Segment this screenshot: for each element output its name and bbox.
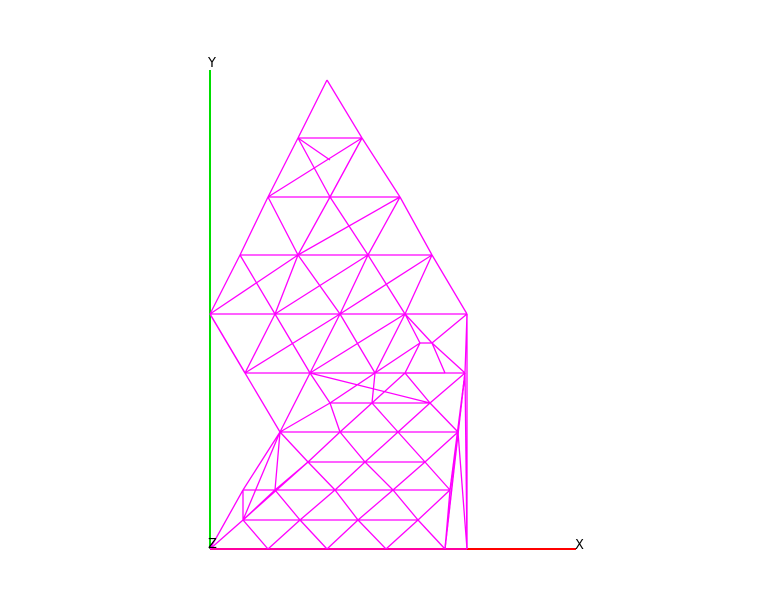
mesh-edge: [279, 431, 309, 463]
mesh-edge: [431, 342, 446, 374]
mesh-edge: [279, 402, 331, 433]
mesh-edge: [307, 461, 336, 491]
mesh-edge: [404, 254, 433, 315]
mesh-edge: [209, 519, 244, 550]
mesh-edge: [371, 402, 399, 433]
mesh-edge: [374, 342, 421, 374]
mesh-edge: [334, 461, 366, 491]
mesh-edge: [242, 461, 309, 521]
mesh-edge: [417, 489, 451, 521]
mesh-edge: [299, 519, 328, 550]
mesh-edge: [239, 254, 276, 315]
mesh-edge: [404, 372, 431, 404]
mesh-edge: [457, 372, 466, 433]
mesh-edge: [297, 196, 331, 256]
mesh-edge: [309, 313, 341, 374]
mesh-edge: [404, 313, 421, 344]
mesh-edge: [431, 313, 468, 344]
mesh-edge: [334, 489, 359, 521]
z-axis-label: Z: [208, 537, 217, 552]
mesh-edge: [404, 313, 433, 344]
mesh-edge: [339, 431, 366, 463]
mesh-edge: [444, 431, 459, 550]
mesh-edge: [326, 519, 359, 550]
mesh-edge: [297, 254, 341, 315]
mesh-edge: [329, 372, 376, 404]
mesh-edge: [457, 431, 468, 550]
mesh-edge: [431, 342, 466, 374]
mesh-edge: [371, 372, 376, 404]
mesh-edge: [267, 196, 299, 256]
y-axis-label: Y: [207, 56, 216, 71]
mesh-edge: [274, 254, 369, 315]
mesh-edge: [417, 519, 446, 550]
mesh-edge: [374, 313, 406, 374]
mesh-edge: [424, 461, 451, 491]
mesh-edge: [329, 402, 341, 433]
mesh-edge: [274, 431, 281, 491]
mesh-edge: [361, 137, 401, 198]
mesh-edge: [299, 489, 336, 521]
mesh-edge: [274, 254, 299, 315]
mesh-edge: [404, 342, 421, 374]
mesh-edge: [397, 431, 426, 463]
mesh-edge: [339, 254, 369, 315]
mesh-edge: [242, 431, 281, 521]
mesh-edge: [267, 519, 301, 550]
mesh-edge: [371, 372, 406, 404]
triangle-mesh: [209, 79, 468, 550]
mesh-edge: [239, 196, 269, 256]
mesh-edge: [244, 372, 281, 433]
mesh-edge: [339, 402, 373, 433]
mesh-edge: [464, 372, 468, 550]
mesh-edge: [357, 519, 387, 550]
mesh-edge: [364, 461, 394, 491]
mesh-edge: [244, 313, 276, 374]
mesh-edge: [209, 254, 241, 315]
mesh-edge: [326, 79, 363, 139]
mesh-edge: [209, 313, 246, 374]
mesh-edge: [424, 431, 459, 463]
mesh-edge: [429, 402, 459, 433]
mesh-edge: [267, 137, 299, 198]
mesh-edge: [339, 254, 433, 315]
mesh-edge: [297, 196, 401, 256]
mesh-edge: [392, 489, 419, 521]
mesh-edge: [357, 489, 394, 521]
mesh-edge: [297, 79, 328, 139]
mesh-edge: [309, 313, 406, 374]
mesh-edge: [279, 372, 311, 433]
x-axis-label: X: [575, 538, 584, 553]
mesh-edge: [329, 137, 363, 198]
mesh-edge: [267, 137, 363, 198]
mesh-edge: [209, 489, 244, 550]
mesh-edge: [242, 519, 269, 550]
mesh-edge: [242, 431, 281, 491]
mesh-edge: [429, 372, 466, 404]
mesh-edge: [274, 489, 301, 521]
mesh-edge: [244, 313, 341, 374]
mesh-edge: [209, 254, 299, 315]
mesh-edge: [397, 402, 431, 433]
mesh-edge: [399, 196, 433, 256]
mesh-edge: [307, 431, 341, 463]
mesh-edge: [297, 137, 331, 161]
mesh-edge: [309, 372, 331, 404]
mesh-edge: [364, 431, 399, 463]
mesh-edge: [392, 461, 426, 491]
mesh-edge: [431, 254, 468, 315]
mesh-edge: [367, 196, 401, 256]
mesh-edge: [464, 313, 468, 374]
mesh-edge: [385, 519, 419, 550]
mesh-edge: [309, 372, 431, 404]
